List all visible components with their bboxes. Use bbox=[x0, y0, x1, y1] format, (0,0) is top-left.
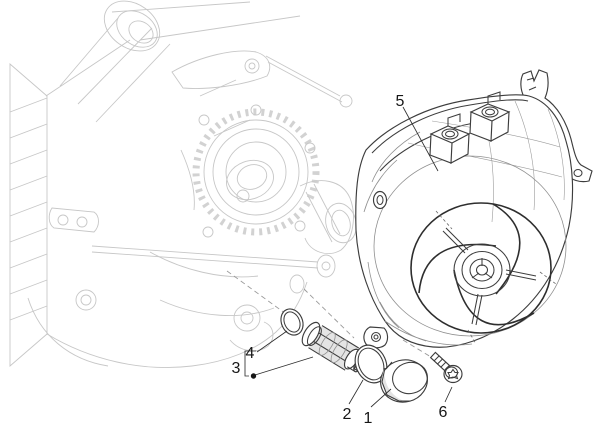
callout-4: 4 bbox=[246, 345, 255, 362]
flywheel-cover-art bbox=[355, 69, 593, 349]
callout-3: 3 bbox=[232, 360, 241, 377]
assembly-axis-lines bbox=[226, 270, 437, 361]
engine-crankcase-art bbox=[9, 0, 357, 368]
callout-6: 6 bbox=[439, 404, 448, 421]
part-screw bbox=[429, 351, 463, 384]
part-oring-small bbox=[280, 308, 304, 336]
cover-ear bbox=[372, 190, 388, 210]
callout-bracket bbox=[244, 350, 256, 377]
callout-1: 1 bbox=[364, 410, 373, 427]
mounting-boss-right bbox=[469, 91, 511, 142]
callout-2: 2 bbox=[343, 406, 352, 423]
callout-leaders bbox=[244, 106, 453, 408]
callout-5: 5 bbox=[396, 93, 405, 110]
part-oring-large bbox=[354, 344, 388, 384]
callout-dot bbox=[250, 373, 257, 379]
cover-outline bbox=[355, 94, 574, 348]
part-oil-plug-cap bbox=[380, 359, 428, 403]
mounting-boss-left bbox=[429, 113, 471, 164]
cooling-fan-detail bbox=[373, 155, 567, 345]
